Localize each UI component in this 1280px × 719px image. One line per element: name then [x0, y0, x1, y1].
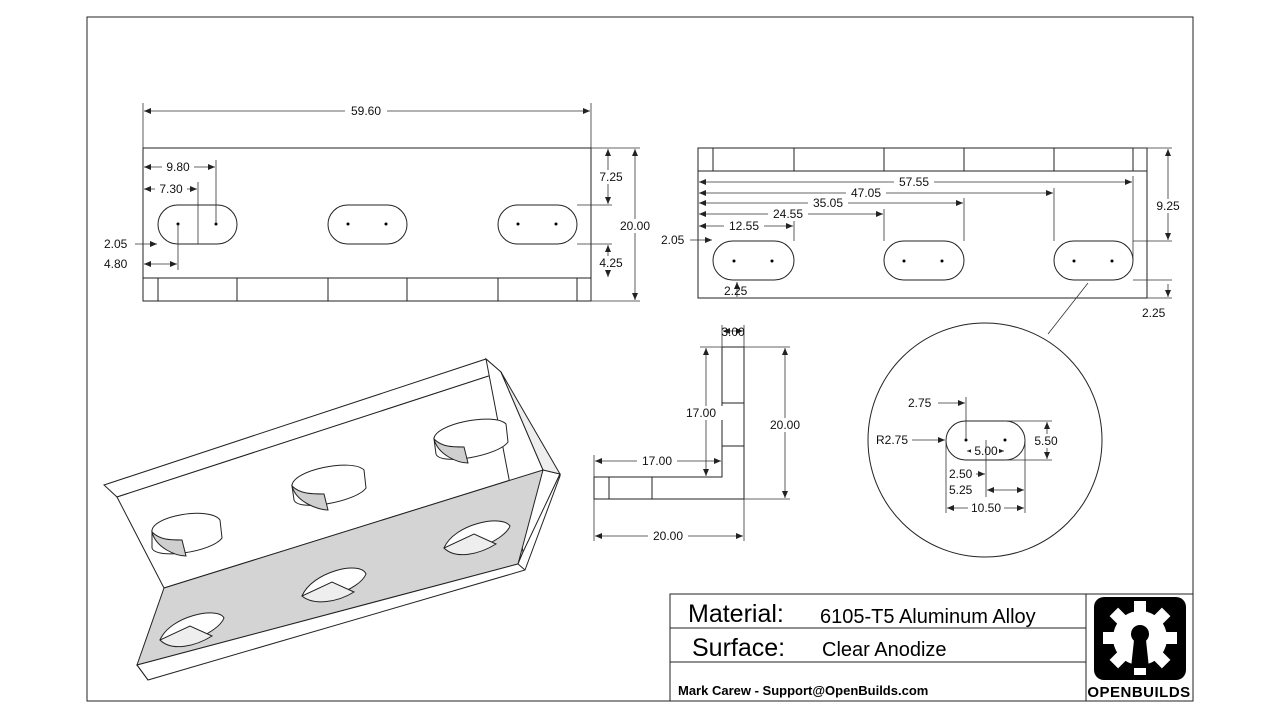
author-contact: Mark Carew - Support@OpenBuilds.com [678, 683, 928, 698]
surface-label: Surface: [692, 634, 785, 662]
dim-17-00-h: 17.00 [642, 454, 672, 468]
dim-2-75: 2.75 [908, 396, 932, 410]
dim-2-05-top: 2.05 [661, 233, 685, 247]
material-label: Material: [688, 600, 784, 628]
dim-7-25: 7.25 [599, 170, 623, 184]
dim-7-30: 7.30 [159, 182, 183, 196]
dim-3-00: 3.00 [721, 325, 745, 339]
front-view-outline [142, 147, 592, 302]
dim-20-00-front: 20.00 [620, 219, 650, 233]
side-view: 3.00 17.00 20.00 17.00 20.00 [593, 325, 804, 543]
material-value: 6105-T5 Aluminum Alloy [820, 606, 1036, 628]
front-slot-1 [157, 204, 238, 245]
dim-35-05: 35.05 [813, 196, 843, 210]
dim-17-00-v: 17.00 [686, 406, 716, 420]
logo-text: OPENBUILDS [1087, 684, 1190, 701]
dim-4-25: 4.25 [599, 256, 623, 270]
dim-10-50: 10.50 [971, 501, 1001, 515]
dim-47-05: 47.05 [851, 186, 881, 200]
top-slot-1 [712, 240, 795, 281]
dim-57-55: 57.55 [899, 175, 929, 189]
dim-9-80: 9.80 [166, 160, 190, 174]
dim-24-55: 24.55 [773, 207, 803, 221]
dim-2-25-left: 2.25 [724, 284, 748, 298]
iso-base-edge [136, 473, 561, 681]
front-view: 59.60 9.80 7.30 2.05 4.80 7.25 20.00 4.2… [104, 103, 653, 302]
dim-r2-75: R2.75 [876, 433, 908, 447]
dim-5-50: 5.50 [1034, 434, 1058, 448]
detail-circle [867, 322, 1103, 558]
dim-2-50: 2.50 [949, 467, 973, 481]
front-slot-centers [176, 222, 558, 226]
l-profile-outline [593, 346, 745, 500]
dim-2-05-left: 2.05 [104, 237, 128, 251]
surface-value: Clear Anodize [822, 639, 947, 661]
dim-4-80: 4.80 [104, 257, 128, 271]
detail-leader [1047, 282, 1089, 335]
top-slot-3 [1053, 240, 1134, 281]
dim-5-25: 5.25 [949, 483, 973, 497]
dim-9-25: 9.25 [1156, 199, 1180, 213]
dim-20-00-v: 20.00 [770, 418, 800, 432]
dim-20-00-h: 20.00 [653, 529, 683, 543]
front-slot-2 [327, 204, 408, 245]
top-view-flange-segments [712, 148, 1134, 171]
front-slot-3 [497, 204, 578, 245]
top-view-outline [697, 147, 1148, 299]
dim-12-55: 12.55 [729, 219, 759, 233]
isometric-view [103, 357, 562, 681]
iso-wall-slots [151, 418, 509, 557]
iso-base-slots [159, 520, 511, 648]
top-slot-2 [883, 240, 965, 281]
openbuilds-logo: OPENBUILDS [1087, 597, 1190, 701]
top-slot-centers [732, 259, 1114, 263]
dim-2-25-right: 2.25 [1142, 306, 1166, 320]
dim-59-60: 59.60 [351, 104, 381, 118]
detail-view: 2.75 R2.75 5.00 5.50 2.50 5.25 10.50 [867, 322, 1103, 558]
sheet-border [86, 16, 1194, 702]
top-view: 57.55 47.05 35.05 24.55 12.55 2.05 9.25 … [661, 147, 1186, 335]
title-block: Material: 6105-T5 Aluminum Alloy Surface… [669, 593, 1194, 702]
front-view-flange-segments [157, 278, 578, 301]
